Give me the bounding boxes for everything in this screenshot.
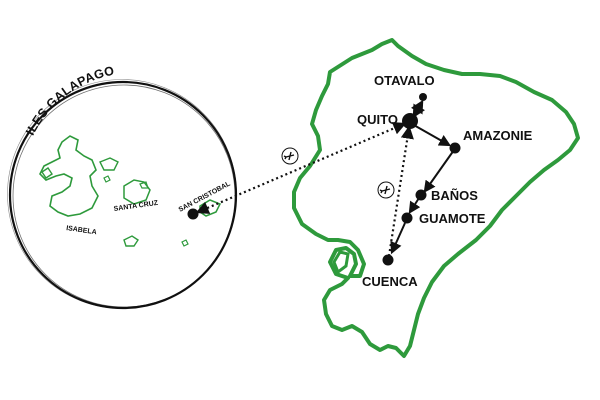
floreana-island bbox=[123, 235, 139, 247]
quito-marker bbox=[402, 113, 418, 129]
cuenca-label: CUENCA bbox=[362, 274, 418, 289]
guamote-label: GUAMOTE bbox=[419, 211, 486, 226]
san-cristobal-marker bbox=[187, 208, 199, 220]
santa-cruz-label: SANTA CRUZ bbox=[113, 200, 159, 213]
otavalo-label: OTAVALO bbox=[374, 73, 435, 88]
airplane-icon bbox=[281, 147, 299, 165]
banos-marker bbox=[415, 189, 427, 201]
otavalo-marker bbox=[419, 93, 427, 101]
santiago-island bbox=[99, 157, 119, 171]
cuenca-marker bbox=[382, 254, 394, 266]
amazonie-marker bbox=[449, 142, 461, 154]
fernandina-island bbox=[41, 167, 53, 179]
san-cristobal-label: SAN CRISTOBAL bbox=[178, 180, 233, 213]
route-otavalo-quito bbox=[411, 99, 425, 119]
route-guamote-cuenca bbox=[390, 222, 406, 255]
quito-label: QUITO bbox=[357, 112, 398, 127]
flight-route-cuenca bbox=[387, 125, 414, 257]
puna-island bbox=[332, 250, 350, 275]
route-banos-guamote bbox=[408, 197, 421, 215]
isabela-island bbox=[39, 135, 99, 217]
galapagos-inset: ILES GALAPAGOS ISABELA SANTA CRUZ SAN CR… bbox=[0, 0, 238, 310]
isabela-label: ISABELA bbox=[66, 225, 97, 236]
guamote-marker bbox=[401, 212, 413, 224]
san-cristobal-island bbox=[199, 199, 222, 217]
galapagos-title: ILES GALAPAGOS bbox=[0, 0, 116, 138]
amazonie-label: AMAZONIE bbox=[463, 128, 533, 143]
airplane-icon bbox=[377, 181, 395, 199]
ecuador-outline bbox=[292, 38, 580, 358]
route-amazonie-banos bbox=[423, 149, 455, 193]
santa-cruz-island bbox=[123, 179, 151, 205]
banos-label: BAÑOS bbox=[431, 188, 478, 203]
flight-route-galapagos bbox=[195, 122, 407, 214]
route-quito-amazonie bbox=[411, 123, 452, 147]
